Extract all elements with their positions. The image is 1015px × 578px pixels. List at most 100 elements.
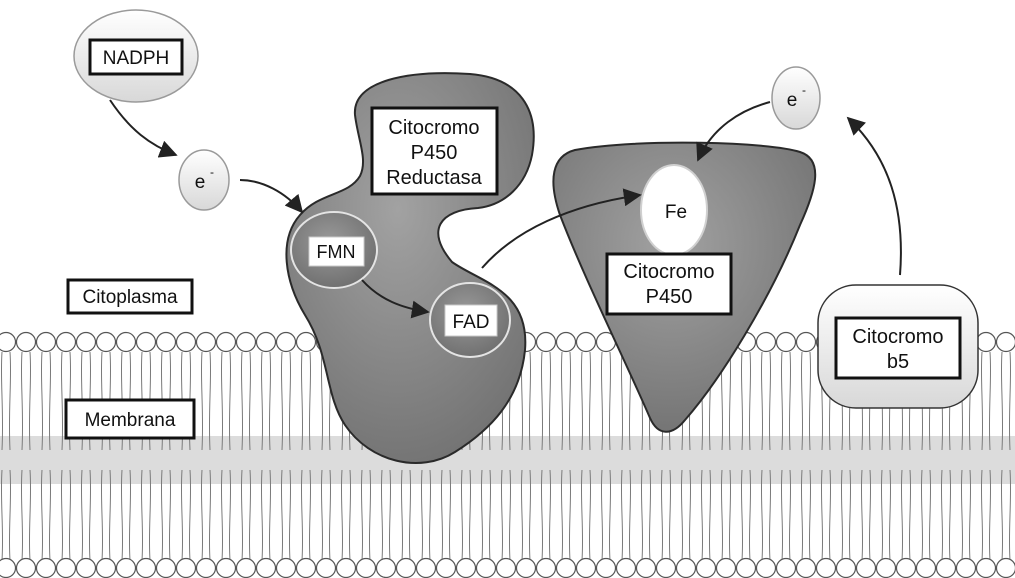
lipid-head (677, 559, 696, 578)
lipid-head (137, 333, 156, 352)
nadph-bubble: NADPH (74, 10, 198, 102)
lipid-head (297, 333, 316, 352)
lipid-head (37, 333, 56, 352)
lipid-head (957, 559, 976, 578)
lipid-head (357, 559, 376, 578)
lipid-head (537, 333, 556, 352)
lipid-head (117, 333, 136, 352)
lipid-head (77, 333, 96, 352)
lipid-head (817, 559, 836, 578)
electron-bubble-right: e - (772, 67, 820, 129)
membrana-label-group: Membrana (66, 400, 194, 438)
lipid-head (157, 559, 176, 578)
lipid-head (317, 559, 336, 578)
electron-symbol-left: e (195, 172, 206, 193)
p450-label-line1: Citocromo (623, 261, 714, 283)
lipid-head (117, 559, 136, 578)
lipid-head (757, 559, 776, 578)
lipid-head (457, 559, 476, 578)
membrana-label: Membrana (85, 410, 176, 431)
fe-label: Fe (665, 202, 687, 223)
lipid-head (617, 559, 636, 578)
lipid-head (277, 333, 296, 352)
lipid-head (977, 559, 996, 578)
lipid-head (0, 559, 16, 578)
lipid-head (57, 333, 76, 352)
lipid-head (137, 559, 156, 578)
b5-label-line1: Citocromo (852, 326, 943, 348)
reductase-label-line2: P450 (411, 142, 458, 164)
lipid-head (997, 559, 1015, 578)
lipid-head (697, 559, 716, 578)
lipid-head (777, 333, 796, 352)
lipid-head (237, 333, 256, 352)
lipid-head (637, 559, 656, 578)
lipid-head (737, 559, 756, 578)
lipid-head (17, 333, 36, 352)
lipid-head (497, 559, 516, 578)
lipid-head (557, 559, 576, 578)
lipid-head (217, 559, 236, 578)
lipid-head (197, 559, 216, 578)
electron-charge-left: - (210, 165, 214, 179)
lipid-head (897, 559, 916, 578)
fmn-label: FMN (317, 242, 356, 262)
lipid-head (297, 559, 316, 578)
lipid-head (157, 333, 176, 352)
lipid-head (377, 559, 396, 578)
lipid-head (777, 559, 796, 578)
lipid-head (257, 333, 276, 352)
lipid-head (797, 559, 816, 578)
reductase-label-line3: Reductasa (386, 167, 482, 189)
lipid-head (237, 559, 256, 578)
lipid-head (877, 559, 896, 578)
lipid-head (397, 559, 416, 578)
lipid-head (17, 559, 36, 578)
lipid-head (477, 559, 496, 578)
electron-charge-right: - (802, 83, 806, 97)
lipid-head (997, 333, 1015, 352)
lipid-head (97, 559, 116, 578)
lipid-head (837, 559, 856, 578)
lipid-head (0, 333, 16, 352)
lipid-head (717, 559, 736, 578)
lipid-head (537, 559, 556, 578)
arrow-nadph-to-electron (110, 100, 176, 155)
lipid-head (977, 333, 996, 352)
b5-label-line2: b5 (887, 351, 909, 373)
lipid-head (857, 559, 876, 578)
lipid-head (97, 333, 116, 352)
citoplasma-label: Citoplasma (82, 287, 177, 308)
lipid-head (37, 559, 56, 578)
lipid-head (557, 333, 576, 352)
lipid-head (197, 333, 216, 352)
arrow-b5-to-electron (848, 118, 901, 275)
lipid-head (277, 559, 296, 578)
fad-label: FAD (453, 312, 490, 333)
lipid-head (57, 559, 76, 578)
lipid-head (577, 559, 596, 578)
lipid-head (517, 559, 536, 578)
lipid-head (757, 333, 776, 352)
lipid-head (177, 559, 196, 578)
lipid-head (917, 559, 936, 578)
lipid-head (597, 559, 616, 578)
lipid-head (337, 559, 356, 578)
lipid-head (657, 559, 676, 578)
citoplasma-label-group: Citoplasma (68, 280, 192, 313)
lipid-head (437, 559, 456, 578)
nadph-label: NADPH (103, 48, 170, 69)
electron-symbol-right: e (787, 90, 798, 111)
lipid-heads-bottom (0, 559, 1015, 578)
lipid-head (257, 559, 276, 578)
lipid-head (797, 333, 816, 352)
lipid-head (417, 559, 436, 578)
lipid-head (937, 559, 956, 578)
arrow-electron-to-fmn (240, 180, 302, 212)
lipid-head (177, 333, 196, 352)
cytochrome-b5: Citocromo b5 (818, 285, 978, 408)
p450-label-line2: P450 (646, 286, 693, 308)
lipid-head (577, 333, 596, 352)
